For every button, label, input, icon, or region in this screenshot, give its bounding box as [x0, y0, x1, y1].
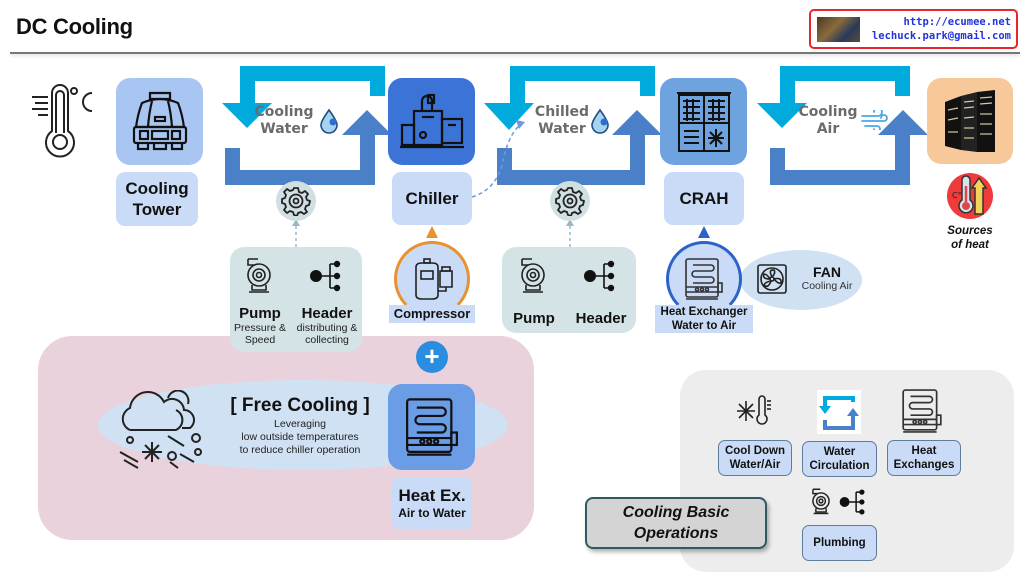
pump-gear-cw [276, 181, 316, 221]
free-cooling-desc-1: Leveraging [274, 418, 326, 430]
heat-exchanger-icon [405, 398, 458, 456]
author-url-link[interactable]: http://ecumee.net [903, 16, 1011, 28]
free-cooling-desc-2: low outside temperatures [241, 431, 359, 443]
author-thumbnail [817, 17, 860, 42]
server-rack-tile[interactable] [927, 78, 1013, 164]
free-cooling-desc-3: to reduce chiller operation [239, 444, 361, 456]
compressor-label: Compressor [389, 305, 475, 323]
svg-text:C°: C° [952, 191, 962, 200]
compressor-icon [415, 258, 453, 300]
author-badge: http://ecumee.net lechuck.park@gmail.com [809, 9, 1018, 49]
header-text-cw: Header distributing & collecting [296, 305, 358, 346]
free-cooling-title: [ Free Cooling ] [230, 395, 370, 416]
free-cooling-text: [ Free Cooling ] Leveraging low outside … [220, 394, 380, 457]
chiller-icon [399, 93, 464, 148]
loop-cooling-air-arrows [757, 66, 928, 185]
fan-subtitle: Cooling Air [801, 280, 853, 292]
loop-arrow-top [240, 66, 385, 103]
fan-node[interactable]: FAN Cooling Air [740, 250, 862, 310]
pump-header-panel-cw: Pump Pressure & Speed Header distributin… [230, 247, 362, 352]
pump-icon [247, 258, 271, 293]
server-rack-icon [945, 90, 995, 152]
pump-icon [812, 488, 830, 515]
wind-icon [861, 110, 888, 130]
header-manifold-icon [839, 489, 865, 515]
crah-icon [676, 91, 731, 152]
compressor-node[interactable] [394, 241, 470, 317]
crah-label: CRAH [664, 172, 744, 225]
cool-down-icon [737, 395, 771, 425]
pump-text-cw: Pump Pressure & Speed [234, 305, 286, 346]
page-title: DC Cooling [16, 14, 133, 39]
free-cooling-hex-label: Heat Ex. Air to Water [392, 477, 472, 530]
loop-arrow-bottom-head [342, 110, 392, 135]
chiller-label: Chiller [392, 172, 472, 225]
author-email-link[interactable]: lechuck.park@gmail.com [871, 30, 1011, 42]
cooling-tower-tile[interactable] [116, 78, 203, 165]
fan-title: FAN [813, 264, 841, 280]
chiller-to-loop-connector [471, 124, 521, 198]
header-text-chw: Header [575, 310, 627, 327]
chiller-connector-head [516, 120, 525, 129]
pump-gear-chw [550, 181, 590, 221]
heat-exchanger-node[interactable] [666, 241, 742, 317]
cooling-tower-icon [132, 91, 187, 150]
thermometer-celsius-icon [32, 84, 93, 158]
heat-exchanger-icon [902, 389, 942, 433]
pump-header-panel-chw: Pump Header [502, 247, 636, 333]
loop-arrow-top-head [222, 103, 272, 128]
pump-text-chw: Pump [513, 310, 555, 327]
gear-icon [281, 187, 311, 216]
crah-tile[interactable] [660, 78, 747, 165]
gear-icon [555, 187, 585, 216]
free-cooling-hex-tile[interactable] [388, 384, 475, 470]
water-drop-icon [591, 108, 609, 134]
title-divider [10, 52, 1020, 54]
pump-icon [521, 258, 545, 293]
water-drop-icon [320, 108, 338, 134]
heat-exchanger-icon [685, 258, 723, 300]
heat-rising-icon: C° [947, 173, 993, 219]
basic-op-plumbing: Plumbing [802, 525, 877, 561]
compressor-to-chiller-arrow [426, 226, 438, 238]
add-free-cooling-button[interactable]: + [416, 341, 448, 373]
loop-cooling-water-arrows [222, 66, 392, 185]
hex-to-crah-arrow [698, 226, 710, 238]
header-manifold-icon [310, 260, 341, 292]
water-circulation-icon [817, 390, 861, 434]
cold-weather-icon [119, 390, 202, 469]
loop-arrow-bottom [225, 135, 375, 185]
fan-icon [757, 264, 787, 294]
loop-chilled-water-arrows [484, 66, 662, 185]
chiller-tile[interactable] [388, 78, 475, 165]
header-manifold-icon [584, 260, 615, 292]
